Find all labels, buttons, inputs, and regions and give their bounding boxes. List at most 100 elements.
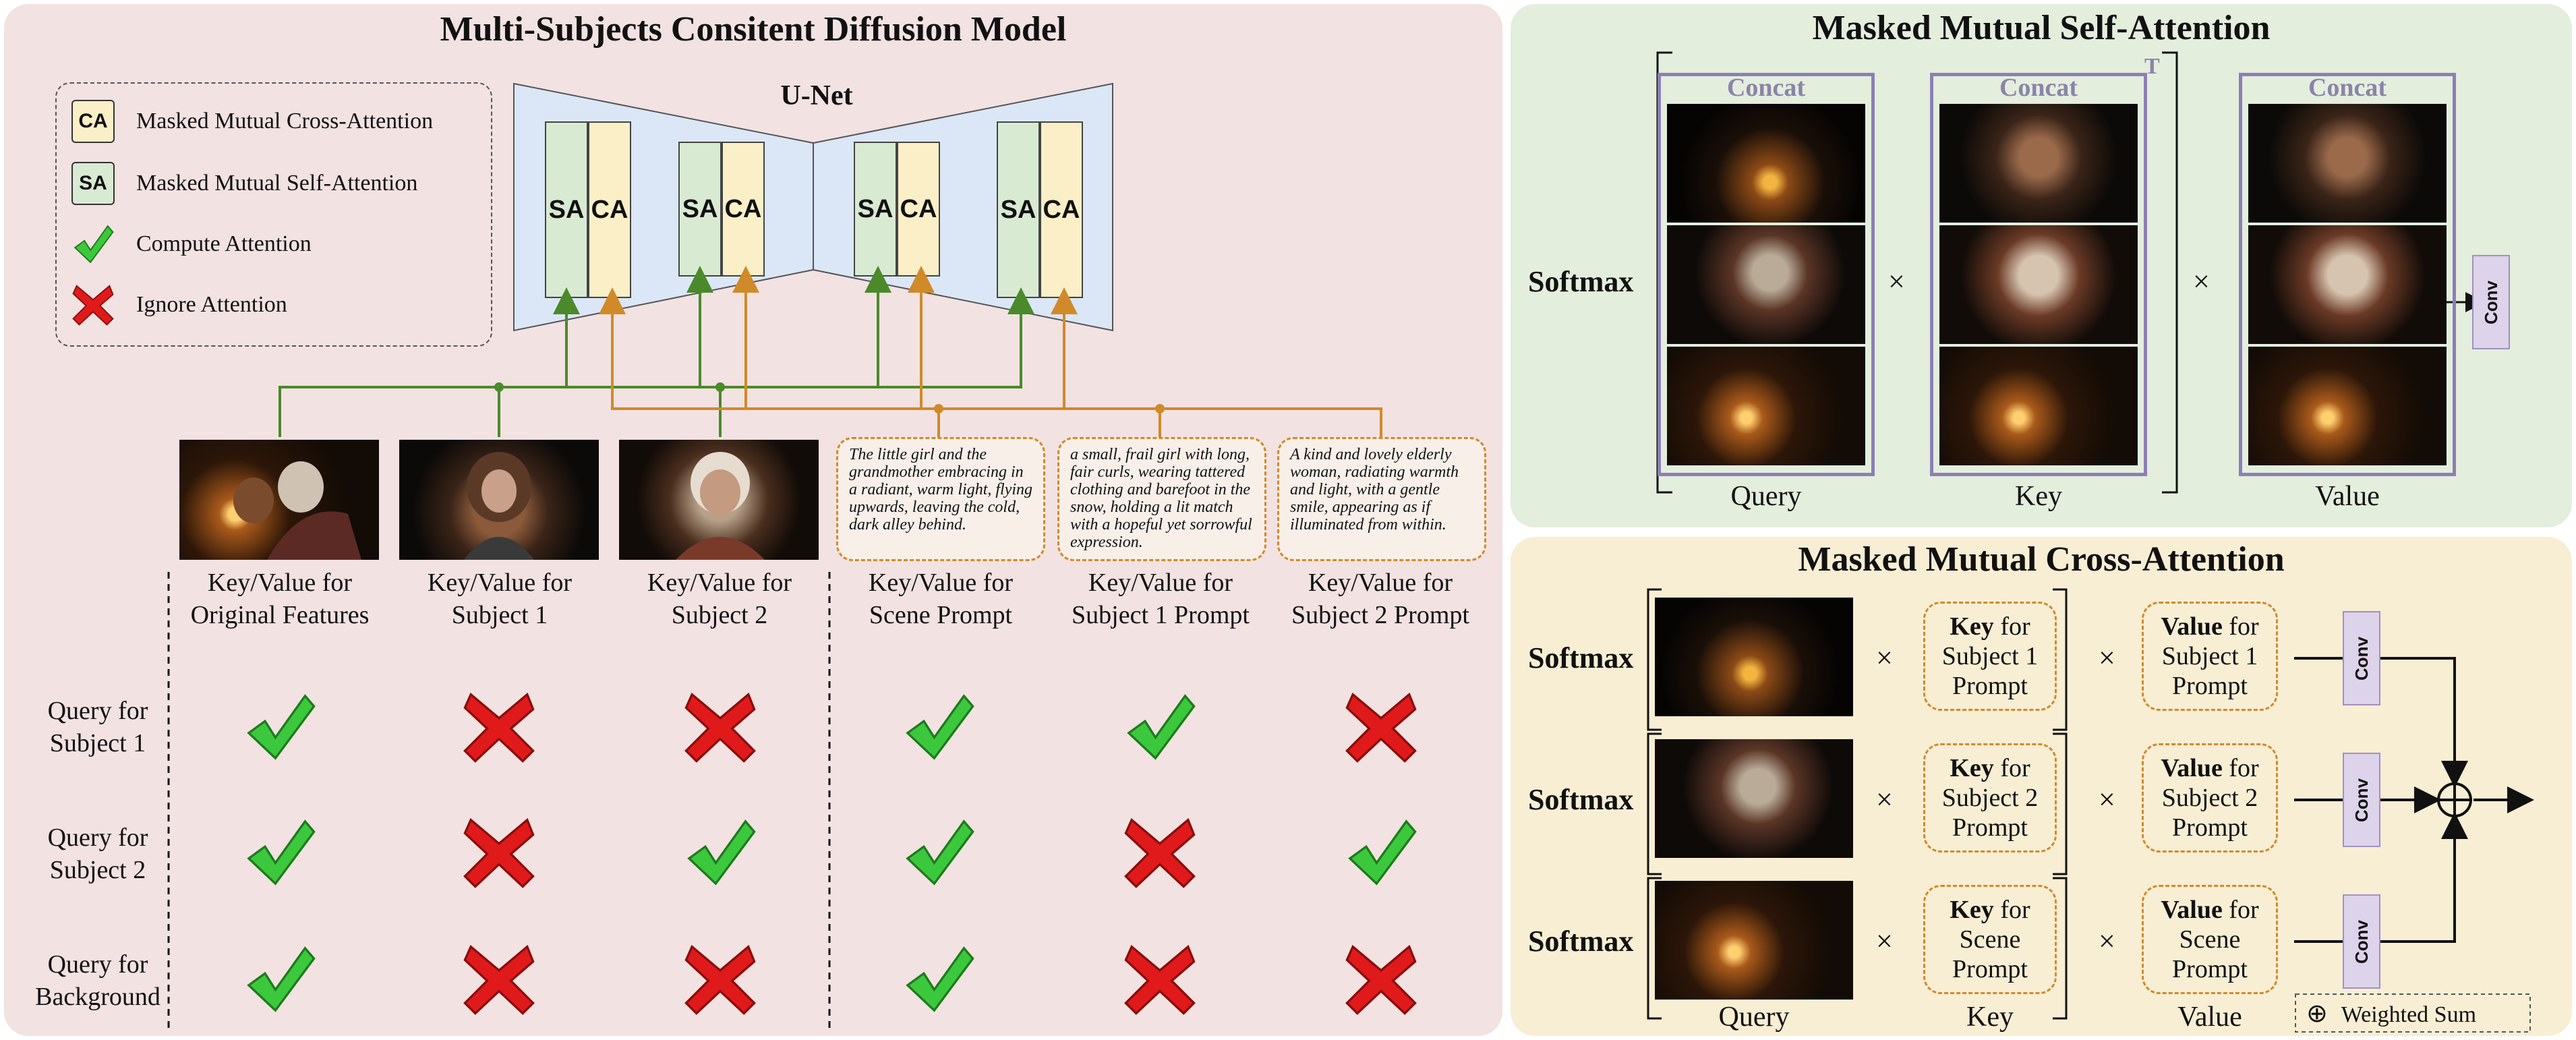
thumb-subject-2: [619, 440, 819, 560]
ca-conv-3: Conv: [2343, 894, 2380, 989]
sa-key-img-1: [1939, 104, 2138, 223]
check-icon: [902, 815, 976, 890]
cross-icon: [462, 942, 536, 1016]
sa-key-concat: Concat: [1999, 74, 2078, 102]
check-icon: [902, 942, 976, 1016]
ca-times-1b: ×: [2099, 641, 2115, 674]
sa-value-img-3: [2248, 347, 2447, 465]
prompt-subject-1: a small, frail girl with long, fair curl…: [1057, 437, 1266, 561]
weighted-sum-label: Weighted Sum: [2341, 1002, 2477, 1027]
ca-query-img-3: [1655, 881, 1853, 1000]
sa-value-img-1: [2248, 104, 2447, 223]
legend: [55, 82, 492, 347]
legend-ca: CA Masked Mutual Cross-Attention: [71, 100, 433, 143]
legend-sa-label: Masked Mutual Self-Attention: [136, 171, 418, 196]
unet-sa-2: SA: [678, 142, 722, 277]
sa-times-1: ×: [1888, 265, 1905, 298]
ca-times-3a: ×: [1876, 925, 1893, 958]
sa-query-frame: [1658, 73, 1875, 476]
sa-query-concat: Concat: [1726, 74, 1806, 102]
ca-softmax-2: Softmax: [1528, 783, 1634, 816]
legend-ignore: Ignore Attention: [71, 283, 287, 326]
ca-query-img-2: [1655, 739, 1853, 858]
unet-sa-4: SA: [997, 121, 1040, 298]
sa-value-frame: [2239, 73, 2456, 476]
check-icon: [243, 942, 317, 1016]
legend-compute-label: Compute Attention: [136, 231, 312, 256]
cross-icon: [1123, 815, 1197, 890]
cross-icon: [462, 815, 536, 890]
ca-softmax-3: Softmax: [1528, 925, 1634, 958]
legend-compute: Compute Attention: [71, 223, 312, 266]
unet-title: U-Net: [780, 80, 853, 111]
ca-value-label: Value: [2177, 1002, 2242, 1033]
unet-sa-3: SA: [854, 142, 897, 277]
thumb-original: [179, 440, 379, 560]
sa-key-label: Key: [2015, 481, 2062, 512]
ca-times-2a: ×: [1876, 783, 1893, 816]
sa-value-label: Value: [2315, 481, 2380, 512]
left-panel-title: Multi-Subjects Consitent Diffusion Model: [440, 10, 1067, 49]
ca-key-label: Key: [1966, 1002, 2014, 1033]
cross-icon: [1123, 942, 1197, 1016]
weighted-sum-icon: ⊕: [2306, 998, 2328, 1028]
ca-times-1a: ×: [1876, 641, 1893, 674]
sa-query-img-1: [1667, 104, 1865, 223]
transpose-symbol: T: [2144, 54, 2160, 79]
sa-key-img-3: [1939, 347, 2138, 465]
ca-times-3b: ×: [2099, 925, 2115, 958]
ca-chip: CA: [71, 100, 115, 143]
thumb-subject-1: [399, 440, 599, 560]
cross-attention-title: Masked Mutual Cross-Attention: [1798, 540, 2285, 579]
check-icon: [902, 690, 976, 764]
cross-icon: [462, 690, 536, 764]
cross-icon: [72, 285, 114, 326]
ca-conv-2: Conv: [2343, 753, 2380, 847]
check-icon: [243, 815, 317, 890]
sa-query-img-3: [1667, 347, 1865, 465]
ca-query-label: Query: [1718, 1002, 1790, 1033]
legend-ca-label: Masked Mutual Cross-Attention: [136, 109, 434, 134]
check-icon: [1344, 815, 1418, 890]
sa-key-img-2: [1939, 225, 2138, 344]
ca-softmax-1: Softmax: [1528, 641, 1634, 674]
sa-query-label: Query: [1730, 481, 1802, 512]
legend-ignore-label: Ignore Attention: [136, 292, 287, 317]
check-icon: [243, 690, 317, 764]
check-icon: [683, 815, 757, 890]
unet-ca-1: CA: [588, 121, 631, 298]
unet-ca-3: CA: [897, 142, 940, 277]
sa-chip: SA: [71, 162, 115, 205]
ca-query-img-1: [1655, 598, 1853, 716]
sa-key-frame: [1930, 73, 2147, 476]
cross-icon: [683, 942, 757, 1016]
unet-ca-4: CA: [1040, 121, 1083, 298]
self-attention-title: Masked Mutual Self-Attention: [1812, 9, 2271, 47]
sa-query-img-2: [1667, 225, 1865, 344]
ca-times-2b: ×: [2099, 783, 2115, 816]
cross-icon: [1344, 690, 1418, 764]
cross-icon: [683, 690, 757, 764]
check-icon: [1123, 690, 1197, 764]
sa-times-2: ×: [2193, 265, 2210, 298]
sa-conv: Conv: [2472, 255, 2510, 349]
prompt-subject-2: A kind and lovely elderly woman, radiati…: [1277, 437, 1486, 561]
legend-sa: SA Masked Mutual Self-Attention: [71, 162, 417, 205]
sa-value-img-2: [2248, 225, 2447, 344]
weighted-sum-legend: ⊕ Weighted Sum: [2306, 998, 2476, 1028]
